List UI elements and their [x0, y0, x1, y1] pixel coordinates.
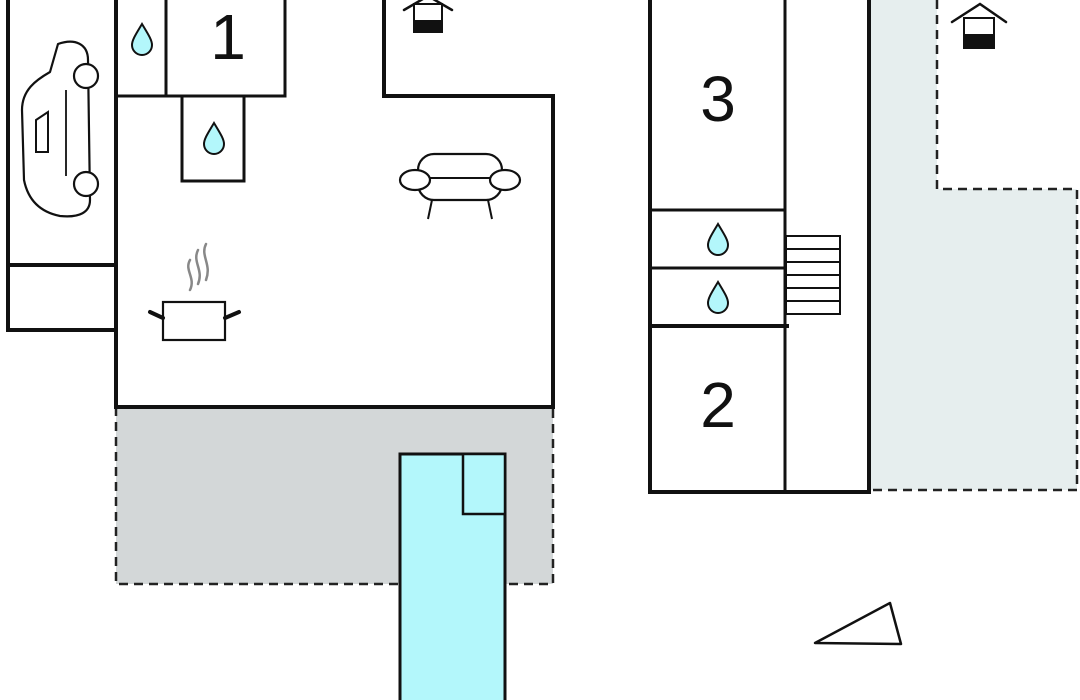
car-icon	[20, 40, 100, 218]
water-drop-icon	[130, 22, 154, 56]
main-house-wall	[114, 0, 555, 409]
house-entrance-icon	[402, 0, 454, 33]
right-deck-area	[870, 0, 1077, 490]
garage-wall	[6, 0, 116, 332]
cooking-pot-icon	[148, 242, 241, 342]
water-drop-icon	[202, 121, 226, 155]
right-deck-outline	[870, 0, 1079, 492]
room-3-label: 3	[700, 63, 736, 135]
sofa-icon	[398, 152, 522, 220]
bathroom-2-wall	[180, 96, 246, 183]
terrace-outline	[114, 407, 555, 586]
water-drop-icon	[706, 222, 730, 256]
room-2-label: 2	[700, 369, 736, 441]
water-drop-icon	[706, 280, 730, 314]
house-entrance-icon	[950, 2, 1008, 49]
compass-icon	[813, 601, 903, 646]
pool-step	[461, 452, 507, 516]
room-1-label: 1	[210, 1, 246, 73]
right-building-wall	[648, 0, 871, 494]
stairs-icon	[785, 235, 841, 315]
bathroom-1-wall	[116, 0, 287, 98]
